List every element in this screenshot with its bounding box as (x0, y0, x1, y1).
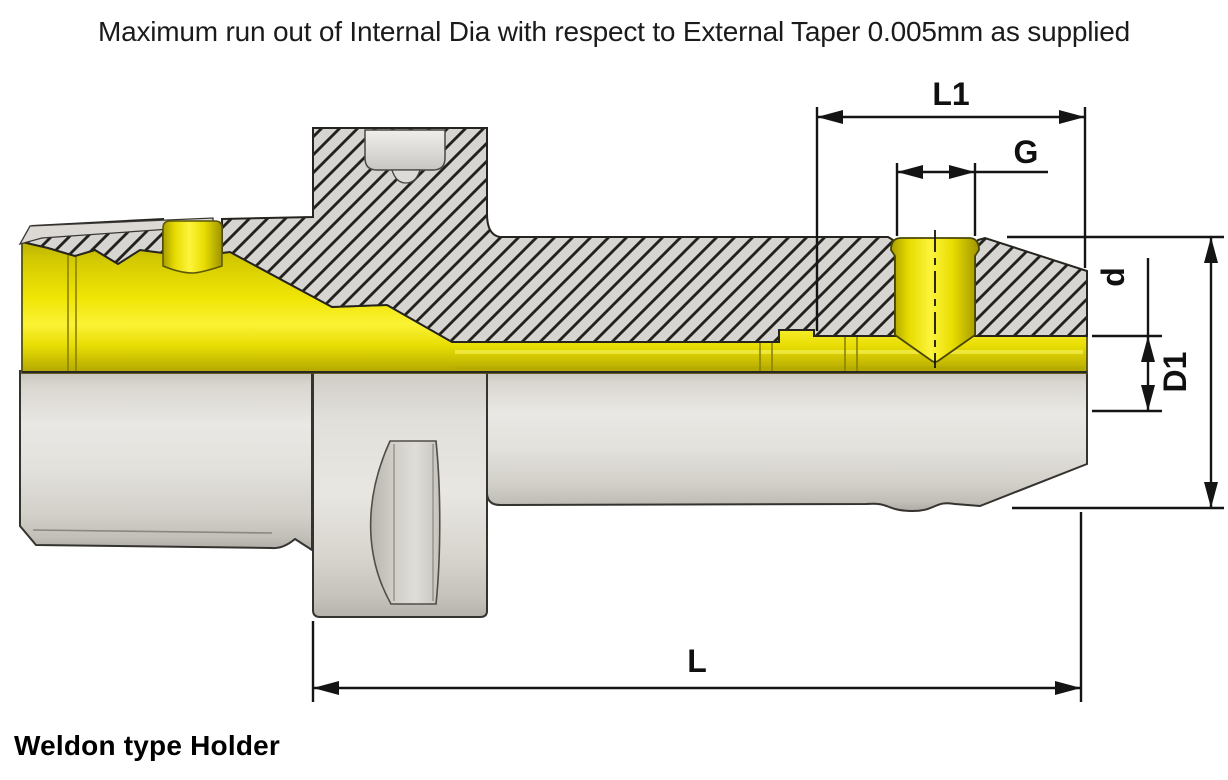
dim-label-l: L (687, 643, 707, 679)
dim-d1 (1007, 235, 1224, 510)
dim-l (311, 512, 1083, 702)
body-lower (486, 370, 1088, 513)
shank-top-hole (162, 220, 223, 274)
dim-label-d: d (1095, 267, 1131, 287)
external-lower-half (19, 370, 1088, 618)
flange-groove-notch (364, 129, 446, 184)
dim-label-d1: D1 (1157, 352, 1193, 393)
dim-l1 (815, 107, 1087, 331)
drawing-title: Maximum run out of Internal Dia with res… (97, 16, 1131, 47)
hatch-main (221, 127, 896, 343)
dim-label-l1: L1 (932, 76, 969, 112)
shank-lower (19, 370, 313, 552)
flange-drive-slot (369, 440, 441, 605)
dimensions (311, 107, 1224, 702)
dim-d (1092, 258, 1162, 413)
hatch-nose (974, 236, 1088, 337)
dim-label-g: G (1014, 134, 1039, 170)
drawing-caption: Weldon type Holder (14, 730, 280, 761)
dim-g (895, 163, 1048, 236)
